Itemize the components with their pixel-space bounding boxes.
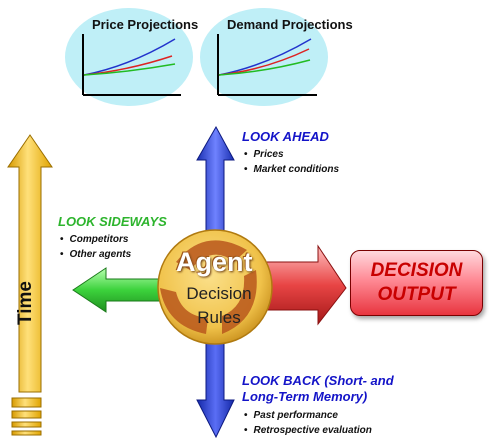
look-ahead-list: Prices Market conditions [244,147,340,177]
list-item: Competitors [60,232,131,247]
list-item: Market conditions [244,162,340,177]
time-arrow-segment [11,410,42,419]
agent-rules-label: Rules [197,308,241,327]
time-arrow-segment [11,421,42,428]
agent-recycle-shape [222,270,257,334]
price-line-blue [83,38,176,76]
look-sideways-heading: LOOK SIDEWAYS [58,214,167,229]
look-ahead-arrow [196,125,235,239]
list-item: Retrospective evaluation [244,423,372,438]
look-back-heading-line1: LOOK BACK (Short- and [242,373,394,388]
list-item: Past performance [244,408,372,423]
agent-recycle-shape [160,288,208,334]
agent-decision-label: Decision [186,284,252,303]
look-ahead-heading: LOOK AHEAD [242,129,329,144]
decision-output-line2: OUTPUT [377,284,456,305]
agent-recycle-shape [176,240,247,270]
look-sideways-arrow [72,267,169,313]
list-item: Prices [244,147,339,162]
demand-projection-chart [217,34,317,96]
look-back-arrow [196,334,235,439]
price-projection-ellipse [65,8,193,106]
look-back-list: Past performance Retrospective evaluatio… [244,408,372,438]
list-item: Other agents [60,247,132,262]
time-arrow-segment [11,430,42,436]
time-arrow [7,134,53,436]
decision-output-line1: DECISION [370,260,463,281]
decision-output-box: DECISION OUTPUT [350,250,483,316]
look-back-heading-line2: Long-Term Memory) [242,389,368,404]
demand-line-blue [218,38,312,76]
time-label: Time [15,280,36,325]
agent-circle [157,229,273,345]
price-projection-chart [82,34,181,96]
decision-arrow [261,244,347,326]
demand-projection-ellipse [200,8,328,106]
demand-projections-title: Demand Projections [227,17,353,32]
time-arrow-segment [11,397,42,408]
look-sideways-list: Competitors Other agents [60,232,132,262]
price-line-green [83,63,176,76]
price-projections-title: Price Projections [92,17,199,32]
demand-line-green [218,59,311,76]
agent-title: Agent [176,247,253,277]
